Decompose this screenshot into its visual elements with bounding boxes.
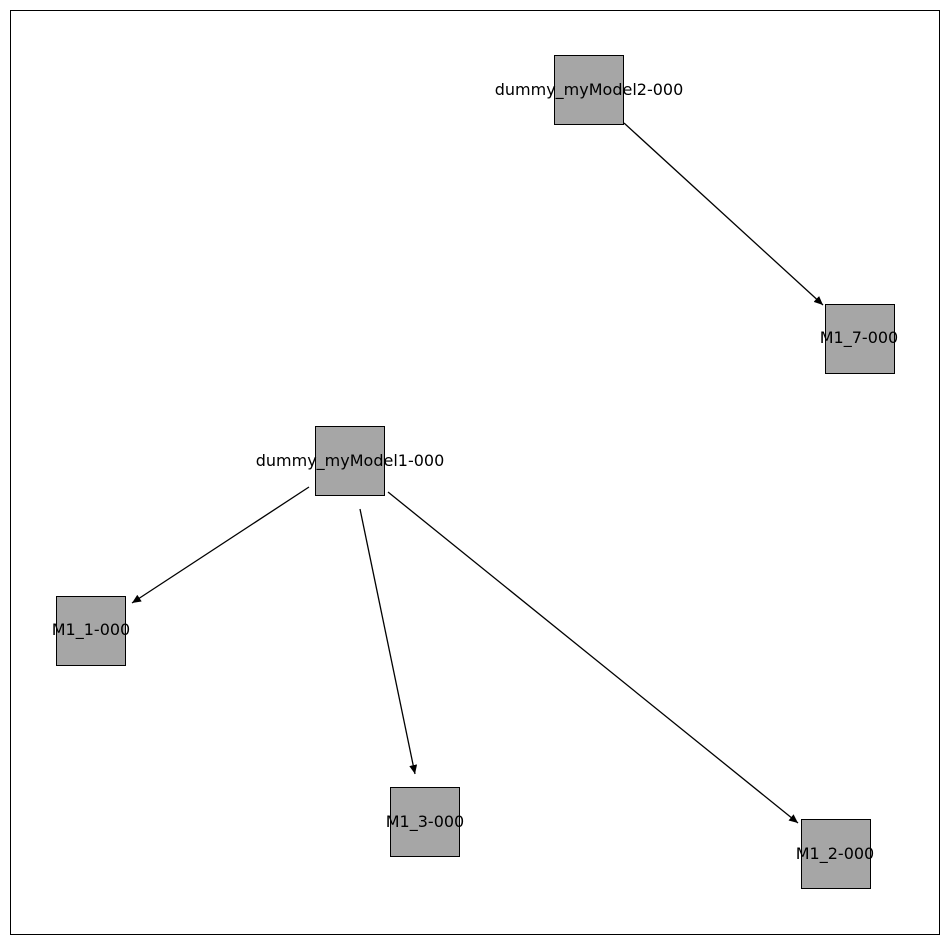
node-m1-2-000[interactable]: M1_2-000 xyxy=(796,819,874,889)
edge-dummy-mymodel1-to-m1-3 xyxy=(359,508,418,775)
edge-dummy-mymodel2-to-m1-7 xyxy=(623,122,824,306)
node-box xyxy=(315,426,385,496)
node-dummy-mymodel2-000[interactable]: dummy_myModel2-000 xyxy=(495,55,684,125)
node-label: M1_3-000 xyxy=(386,812,464,832)
plot-frame xyxy=(10,10,940,935)
node-box xyxy=(554,55,624,125)
node-box xyxy=(825,304,895,374)
node-box xyxy=(56,596,126,666)
node-box xyxy=(801,819,871,889)
edge-dummy-mymodel1-to-m1-2 xyxy=(387,491,799,824)
node-label: dummy_myModel2-000 xyxy=(495,80,684,100)
edge-dummy-mymodel1-to-m1-1 xyxy=(131,486,310,604)
node-box xyxy=(390,787,460,857)
node-m1-1-000[interactable]: M1_1-000 xyxy=(52,596,130,666)
node-label: dummy_myModel1-000 xyxy=(256,451,445,471)
node-label: M1_7-000 xyxy=(820,328,898,348)
node-label: M1_2-000 xyxy=(796,844,874,864)
node-m1-7-000[interactable]: M1_7-000 xyxy=(820,304,898,374)
node-dummy-mymodel1-000[interactable]: dummy_myModel1-000 xyxy=(256,426,445,496)
node-label: M1_1-000 xyxy=(52,620,130,640)
node-m1-3-000[interactable]: M1_3-000 xyxy=(386,787,464,857)
